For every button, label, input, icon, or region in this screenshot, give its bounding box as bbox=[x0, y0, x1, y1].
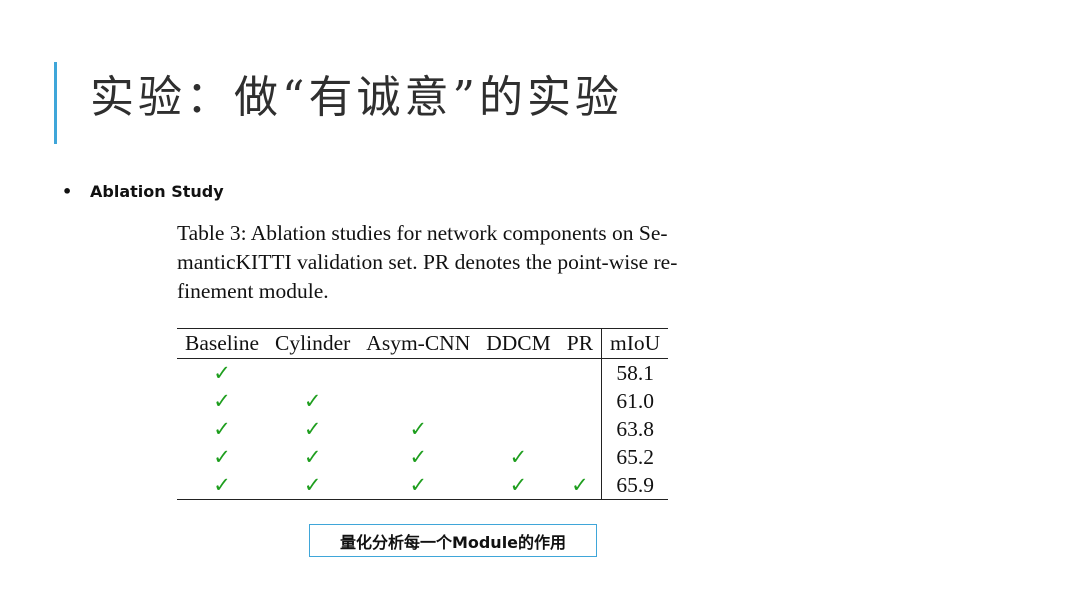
checkmark-icon: ✓ bbox=[571, 472, 589, 497]
checkmark-icon: ✓ bbox=[409, 444, 428, 469]
cell-miou: 61.0 bbox=[601, 387, 669, 415]
cell-pr bbox=[559, 359, 602, 388]
checkmark-icon: ✓ bbox=[303, 388, 322, 413]
cell-asym-cnn bbox=[358, 387, 478, 415]
checkmark-icon: ✓ bbox=[303, 416, 322, 441]
cell-baseline: ✓ bbox=[177, 471, 268, 500]
cell-baseline: ✓ bbox=[177, 443, 267, 471]
ablation-table: Baseline Cylinder Asym-CNN DDCM PR mIoU … bbox=[177, 328, 669, 500]
title-accent-bar bbox=[54, 62, 57, 144]
cell-pr: ✓ bbox=[558, 471, 602, 500]
checkmark-icon: ✓ bbox=[409, 416, 428, 441]
slide-title: 实验：做“有诚意”的实验 bbox=[90, 72, 623, 123]
cell-ddcm bbox=[478, 387, 559, 415]
cell-cylinder: ✓ bbox=[267, 471, 359, 500]
cell-baseline: ✓ bbox=[177, 359, 267, 388]
checkmark-icon: ✓ bbox=[509, 472, 528, 497]
caption-line: manticKITTI validation set. PR denotes t… bbox=[177, 250, 678, 274]
checkmark-icon: ✓ bbox=[409, 472, 428, 497]
cell-ddcm bbox=[478, 359, 559, 388]
table-body: ✓ 58.1 ✓ ✓ 61.0 ✓ ✓ ✓ 63.8 ✓ ✓ ✓ ✓ 65.2 ✓ ✓ ✓ ✓ ✓ 65.9 bbox=[177, 358, 669, 500]
cell-miou: 58.1 bbox=[601, 358, 669, 387]
bullet-text: Ablation Study bbox=[90, 182, 224, 201]
table-caption: Table 3: Ablation studies for network co… bbox=[177, 219, 735, 306]
checkmark-icon: ✓ bbox=[213, 360, 231, 385]
header-pr: PR bbox=[558, 328, 602, 359]
checkmark-icon: ✓ bbox=[213, 472, 231, 497]
header-asym-cnn: Asym-CNN bbox=[358, 328, 479, 359]
cell-cylinder bbox=[267, 359, 358, 388]
header-ddcm: DDCM bbox=[478, 328, 559, 359]
cell-ddcm: ✓ bbox=[478, 471, 559, 500]
cell-baseline: ✓ bbox=[177, 415, 267, 443]
checkmark-icon: ✓ bbox=[303, 444, 322, 469]
cell-cylinder: ✓ bbox=[267, 443, 358, 471]
header-cylinder: Cylinder bbox=[267, 328, 359, 359]
cell-pr bbox=[559, 443, 602, 471]
bullet-item: • Ablation Study bbox=[62, 182, 224, 201]
header-miou: mIoU bbox=[601, 328, 669, 359]
cell-miou: 65.9 bbox=[601, 471, 669, 500]
cell-ddcm bbox=[478, 415, 559, 443]
callout-box: 量化分析每一个Module的作用 bbox=[309, 524, 597, 557]
table-row: ✓ ✓ ✓ 63.8 bbox=[177, 415, 669, 443]
table-header-row: Baseline Cylinder Asym-CNN DDCM PR mIoU bbox=[177, 328, 669, 359]
table-row: ✓ ✓ ✓ ✓ ✓ 65.9 bbox=[177, 471, 669, 500]
table-row: ✓ 58.1 bbox=[177, 358, 669, 388]
checkmark-icon: ✓ bbox=[509, 444, 528, 469]
checkmark-icon: ✓ bbox=[213, 416, 231, 441]
cell-cylinder: ✓ bbox=[267, 387, 358, 415]
cell-miou: 63.8 bbox=[601, 415, 669, 443]
caption-line: Table 3: Ablation studies for network co… bbox=[177, 221, 668, 245]
checkmark-icon: ✓ bbox=[213, 388, 231, 413]
checkmark-icon: ✓ bbox=[213, 444, 231, 469]
caption-line: finement module. bbox=[177, 279, 329, 303]
table-row: ✓ ✓ ✓ ✓ 65.2 bbox=[177, 443, 669, 471]
cell-asym-cnn: ✓ bbox=[358, 471, 479, 500]
cell-asym-cnn: ✓ bbox=[358, 443, 478, 471]
cell-asym-cnn bbox=[358, 359, 478, 388]
checkmark-icon: ✓ bbox=[303, 472, 322, 497]
cell-baseline: ✓ bbox=[177, 387, 267, 415]
header-baseline: Baseline bbox=[177, 328, 268, 359]
table-row: ✓ ✓ 61.0 bbox=[177, 387, 669, 415]
cell-ddcm: ✓ bbox=[478, 443, 559, 471]
cell-pr bbox=[559, 387, 602, 415]
bullet-dot-icon: • bbox=[62, 182, 73, 201]
cell-cylinder: ✓ bbox=[267, 415, 358, 443]
cell-asym-cnn: ✓ bbox=[358, 415, 478, 443]
cell-miou: 65.2 bbox=[601, 443, 669, 471]
cell-pr bbox=[559, 415, 602, 443]
